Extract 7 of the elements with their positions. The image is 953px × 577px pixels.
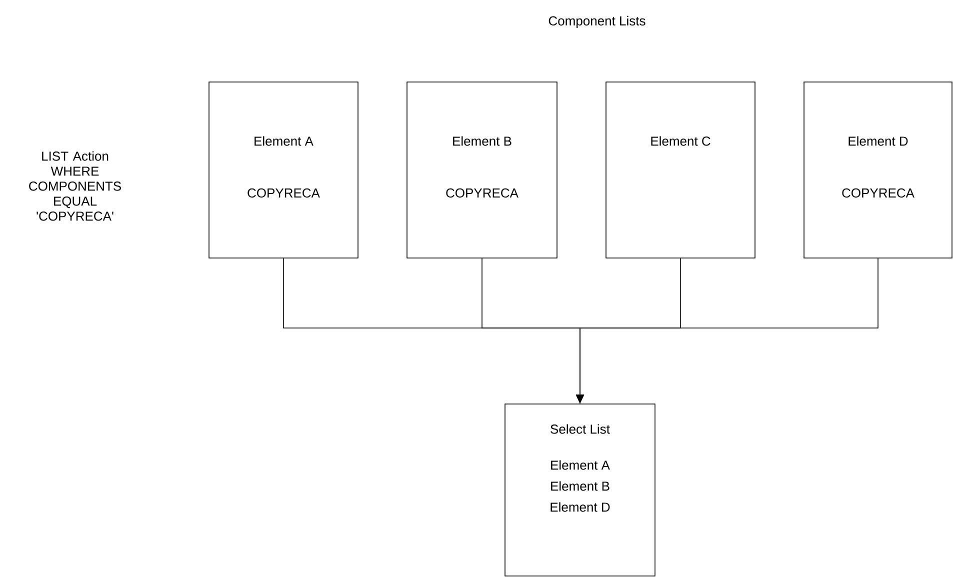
list-box: Element B COPYRECA [406,82,558,258]
list-box: Select List Element A Element B Element D [504,404,656,576]
title: Component Lists [548,16,646,28]
side-note: LIST Action WHERE COMPONENTS EQUAL 'COPYRECA' [29,151,121,221]
list-box: Element A COPYRECA [208,82,358,258]
list-box: Element C [606,82,756,258]
list-box: Element D COPYRECA [804,82,952,258]
